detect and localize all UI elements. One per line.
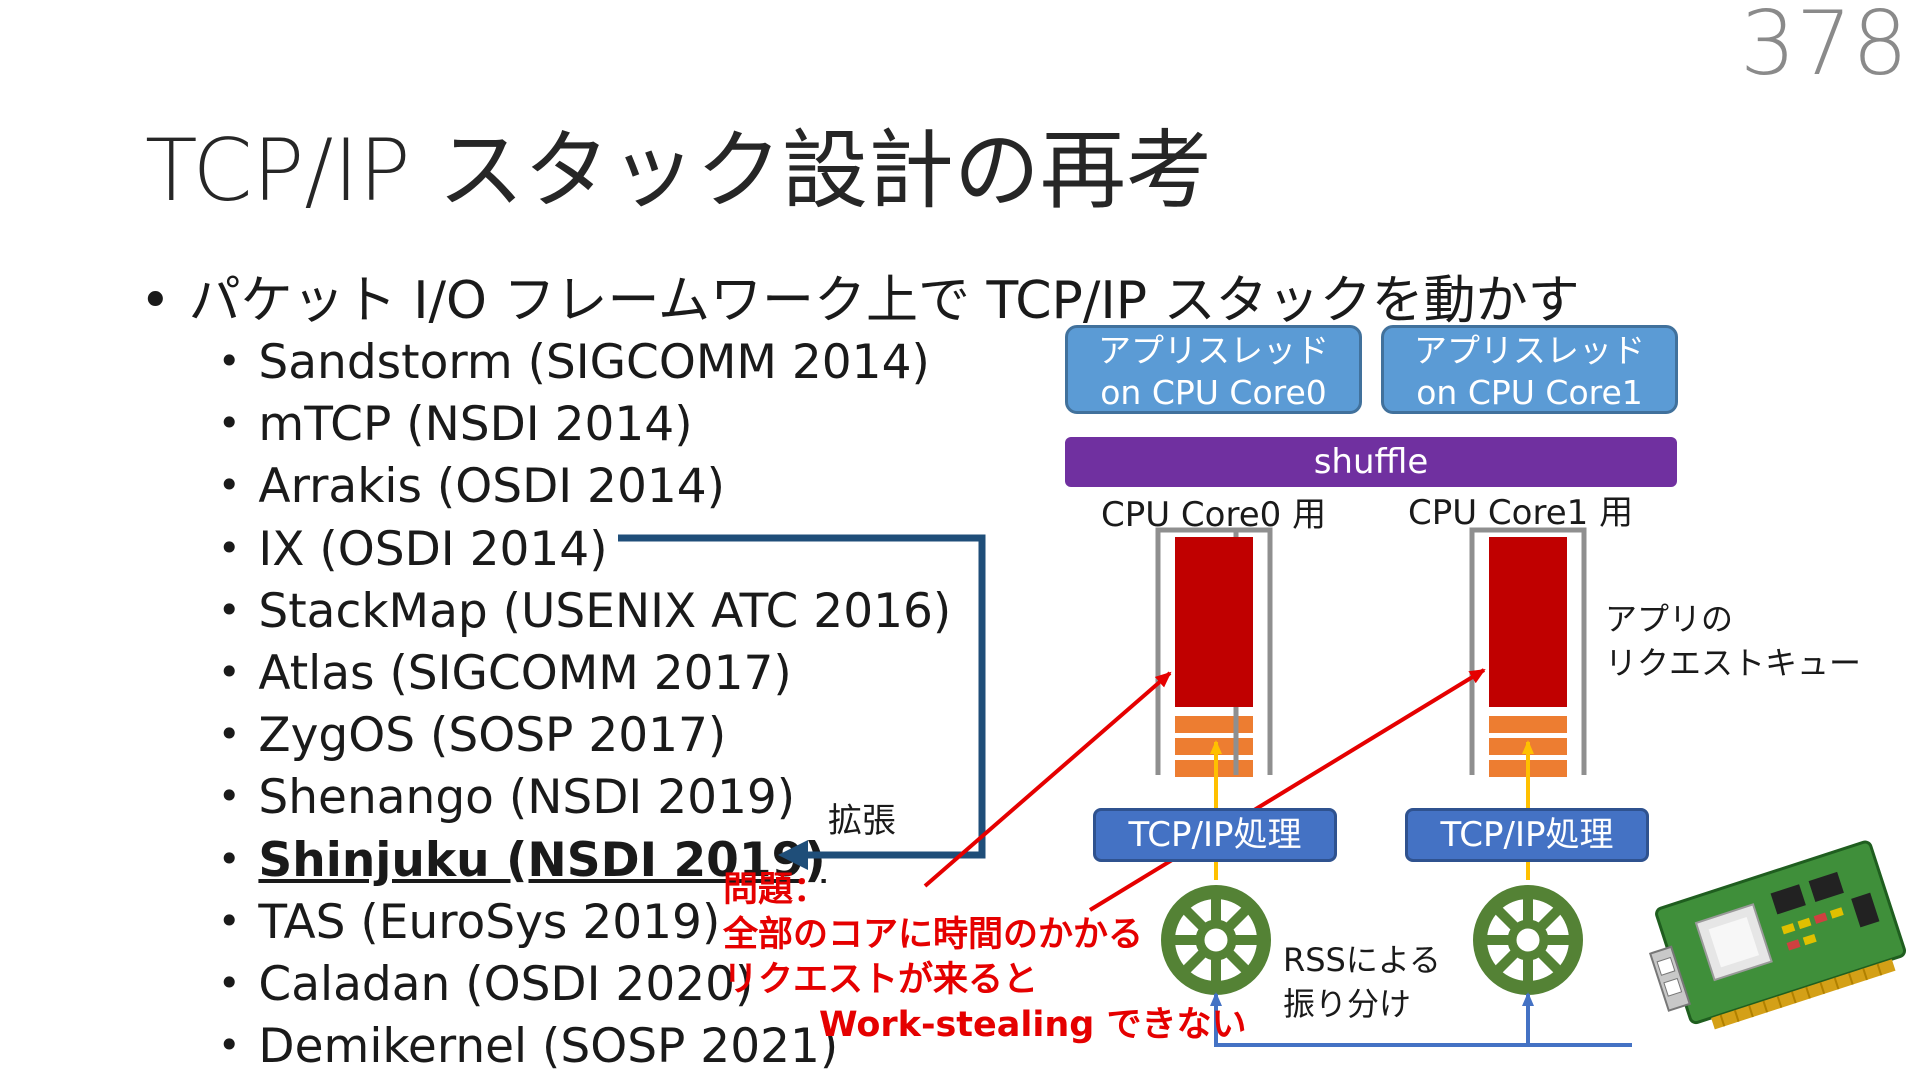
app-thread-core0: アプリスレッド on CPU Core0 (1065, 325, 1362, 414)
core0-label: CPU Core0 用 (1101, 487, 1326, 536)
core1-label: CPU Core1 用 (1408, 485, 1633, 534)
queue-core1 (1472, 530, 1584, 777)
queue-orange-block (1489, 716, 1567, 733)
arrow-head-icon (778, 840, 808, 870)
shuffle-bar: shuffle (1065, 437, 1677, 487)
extension-arrow (618, 538, 982, 870)
rss-label: RSSによる 振り分け (1283, 938, 1441, 1026)
tcp-ip-processing-core0: TCP/IP処理 (1093, 808, 1337, 862)
request-queue-label: アプリの リクエストキュー (1605, 597, 1861, 685)
problem-text: 問題： 全部のコアに時間のかかる リクエストが来ると Work-stealing… (723, 868, 1247, 1048)
nic-card-icon (1638, 840, 1910, 1041)
queue-red-block (1489, 537, 1567, 707)
queue-orange-block (1175, 716, 1253, 733)
queue-red-block (1175, 537, 1253, 707)
rss-wheel-icon (1480, 892, 1576, 988)
tcp-ip-processing-core1: TCP/IP処理 (1405, 808, 1649, 862)
expand-label: 拡張 (828, 793, 896, 842)
app-thread-core1: アプリスレッド on CPU Core1 (1381, 325, 1678, 414)
